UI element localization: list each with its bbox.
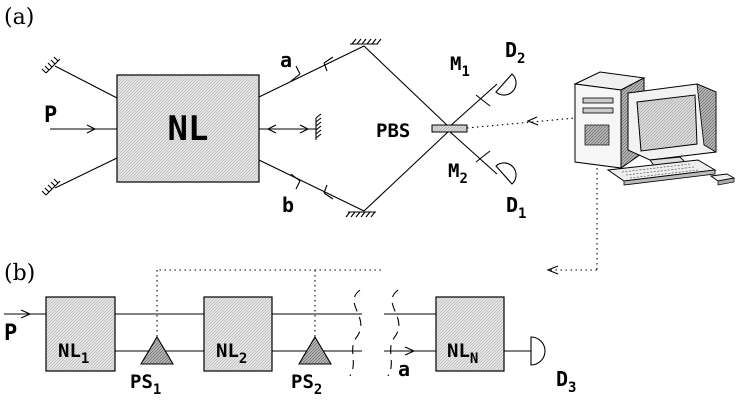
nl-label: NL [168,109,209,149]
m2-label: M2 [448,160,468,187]
nln-crystal-box [435,296,505,372]
nl1-label: NL1 [58,340,89,367]
arm-b-label-top: b [282,193,294,217]
arm-a-label-bottom: a [398,357,410,381]
mirror-icon [345,211,376,218]
d1-label: D1 [506,193,526,222]
panel-label-a: (a) [4,5,34,30]
mirror-icon [41,178,61,196]
beam-splitter-icon [431,124,468,133]
nln-label: NLN [447,340,478,367]
nl2-label: NL2 [216,340,247,367]
panel-label-b: (b) [4,261,35,286]
nl-crystal-box [116,74,260,183]
detector-icon [530,336,546,366]
detector-icon [495,73,517,96]
ps2-label: PS2 [291,371,322,398]
d3-label: D3 [556,367,576,396]
ps1-label: PS1 [130,371,161,398]
detector-icon [495,162,517,185]
arm-a-label-top: a [280,48,292,72]
mirror-icon [350,38,382,45]
nl2-crystal-box [203,296,273,372]
nl1-crystal-box [45,296,116,372]
m1-label: M1 [450,53,470,80]
pbs-label: PBS [376,120,410,142]
d2-label: D2 [505,38,525,67]
mirror-icon [315,113,322,140]
pump-label-bottom: P [4,321,17,346]
mirror-icon [41,56,61,74]
phase-shifter-icon [140,335,174,365]
computer-icon [573,71,736,186]
phase-shifter-icon [298,335,332,365]
pump-label-top: P [44,103,57,128]
